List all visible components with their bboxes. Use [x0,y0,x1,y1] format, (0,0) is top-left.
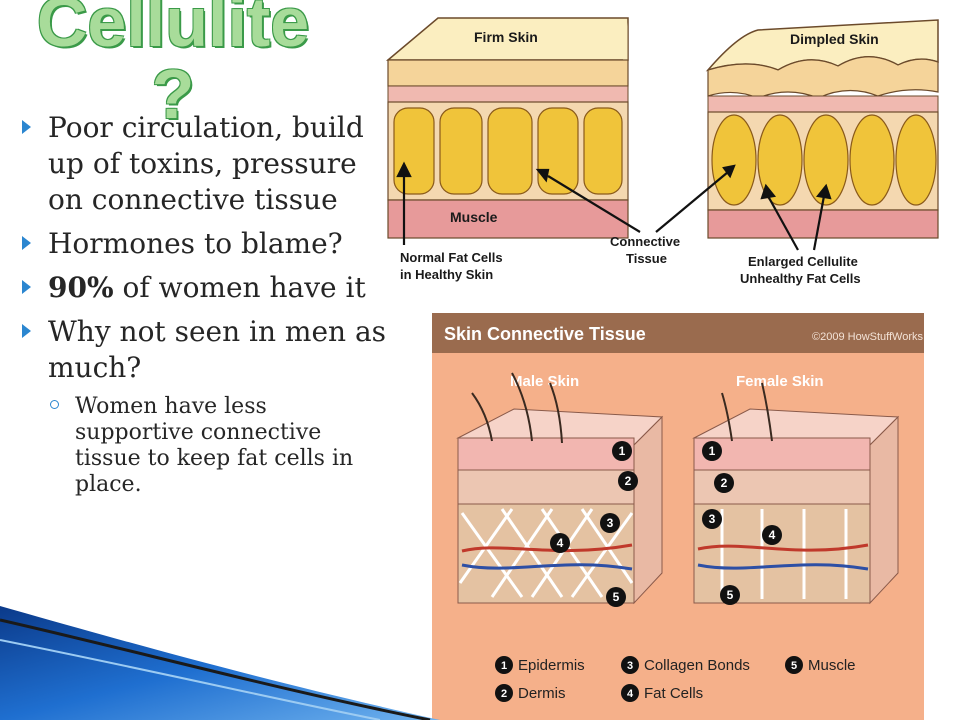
male-skin-block [456,408,664,605]
slide-title: Cellulite ? [28,0,318,130]
dimpled-skin-block: Dimpled Skin [705,19,939,239]
normal-fat-label-1: Normal Fat Cells [400,250,503,265]
sub-bullet-ring-icon [50,400,59,409]
legend-num-4: 4 [627,688,634,700]
marker-5-female: 5 [727,588,734,602]
dimpled-skin-label: Dimpled Skin [790,31,879,47]
legend-num-5: 5 [791,660,797,672]
marker-4-female: 4 [769,528,776,542]
bullet-bold-text: 90% [48,271,114,304]
female-skin-label: Female Skin [736,373,824,390]
legend-fat-cells: Fat Cells [644,685,703,702]
bullet-list: Poor circulation, build up of toxins, pr… [20,110,390,498]
hair-strands [471,372,773,444]
legend-epidermis: Epidermis [518,657,585,674]
bullet-text: Poor circulation, build up of toxins, pr… [48,111,364,216]
marker-5-male: 5 [613,590,620,604]
bullet-arrow-icon [22,120,31,134]
bullet-item: Poor circulation, build up of toxins, pr… [20,110,390,218]
cellulite-skin-diagram: Firm Skin Muscle Dimpled Skin Normal Fat… [385,17,939,286]
bullet-arrow-icon [22,236,31,250]
firm-skin-block: Firm Skin Muscle [385,17,629,239]
muscle-label: Muscle [450,209,498,225]
copyright-text: ©2009 HowStuffWorks [812,331,924,343]
legend-muscle: Muscle [808,657,856,674]
bullet-arrow-icon [22,324,31,338]
legend-num-2: 2 [501,688,507,700]
title-question-mark: ? [151,55,195,133]
firm-skin-label: Firm Skin [474,29,538,45]
bullet-arrow-icon [22,280,31,294]
sub-bullet-item: Women have less supportive connective ti… [20,394,390,498]
connective-label-1: Connective [610,234,680,249]
legend-dermis: Dermis [518,685,566,702]
callout-arrows [396,161,832,251]
figure-legend: 1 Epidermis 2 Dermis 3 Collagen Bonds 4 … [495,656,856,702]
marker-3-female: 3 [709,512,716,526]
legend-collagen-bonds: Collagen Bonds [644,657,750,674]
connective-label-2: Tissue [626,251,667,266]
female-skin-block [692,408,900,605]
panel-header [432,313,924,353]
title-word: Cellulite [36,0,310,61]
bullet-text: Why not seen in men as much? [48,315,387,384]
legend-num-3: 3 [627,660,633,672]
normal-fat-label-2: in Healthy Skin [400,267,493,282]
male-skin-label: Male Skin [510,373,579,390]
bullet-item: Why not seen in men as much? [20,314,390,386]
panel-heading: Skin Connective Tissue [444,324,646,344]
marker-3-male: 3 [607,516,614,530]
enlarged-label-2: Unhealthy Fat Cells [740,271,861,286]
marker-1-male: 1 [619,444,626,458]
marker-2-female: 2 [721,476,728,490]
legend-num-1: 1 [501,660,507,672]
sub-bullet-text: Women have less supportive connective ti… [75,394,354,497]
bullet-text: Hormones to blame? [48,227,343,260]
marker-4-male: 4 [557,536,564,550]
bullet-item: 90% of women have it [20,270,390,306]
enlarged-label-1: Enlarged Cellulite [748,254,858,269]
decorative-swoosh [0,606,440,720]
marker-1-female: 1 [709,444,716,458]
connective-tissue-diagram: Skin Connective Tissue ©2009 HowStuffWor… [432,313,924,720]
marker-2-male: 2 [625,474,632,488]
bullet-item: Hormones to blame? [20,226,390,262]
bullet-text: of women have it [113,271,366,304]
